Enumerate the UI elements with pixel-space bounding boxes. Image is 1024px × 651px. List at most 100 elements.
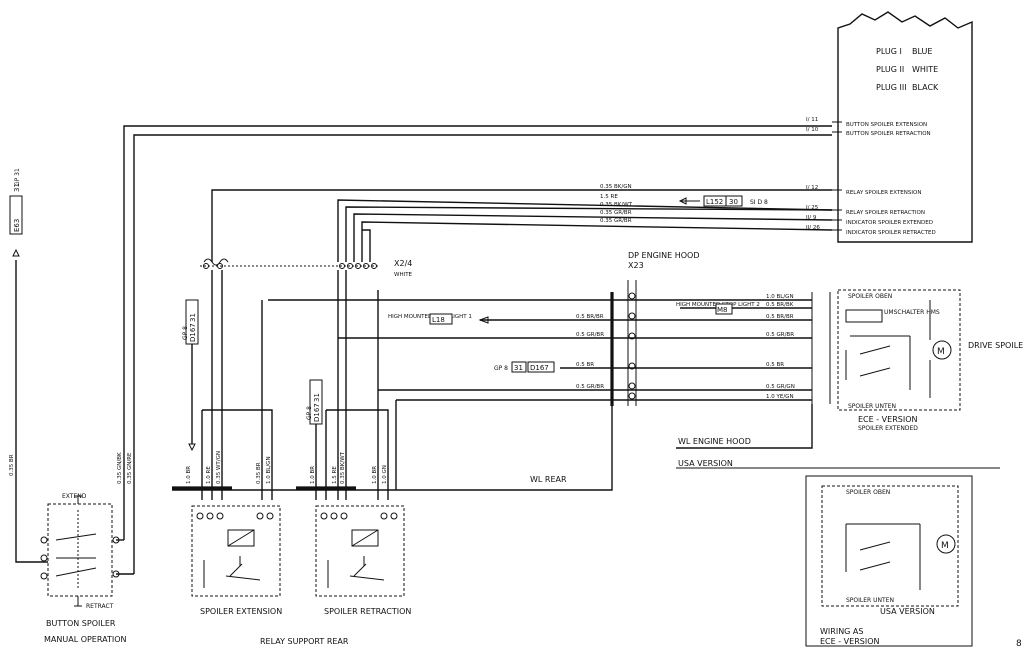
wire-label-hl-1: 0.5 GR/BR [576,332,604,338]
ref-box-e63 [9,195,23,235]
usa-spoiler-unten-label: SPOILER UNTEN [846,597,894,604]
button-spoiler-box [47,503,113,597]
plug-3-color: BLACK [912,83,939,92]
wire-label-top-1: 1.5 RE [600,194,618,200]
wl-rear-bus: WL REAR [172,296,613,491]
cu-pin-i12: I/ 12 [806,185,818,191]
usa-version-box-title: USA VERSION [880,607,935,616]
cu-label-ind-ret: INDICATOR SPOILER RETRACTED [846,230,936,236]
cu-label-button-ret: BUTTON SPOILER RETRACTION [846,131,931,137]
wire-label-top-2: 0.35 BK/WT [600,202,633,208]
wire-label-rel1-0: 1.0 BR [186,466,192,484]
plug-2-label: PLUG II [876,65,904,74]
ref-box-30 [725,195,743,207]
ref-gp8-b: GP 8 [306,406,313,420]
ref-m8: M8 [717,306,728,314]
relay-spoiler-extension: D167 31 GP 8 1.0 BR 1.0 RE 0.35 WT/GN 1.… [182,270,282,616]
ref-box-31-c [511,361,527,373]
drive-spoiler-ece: SPOILER OBEN UMSCHALTER HMS SPOILER UNTE… [837,289,1024,432]
usa-version-box: SPOILER OBEN SPOILER UNTEN M USA VERSION… [805,475,973,647]
ref-31-b: 31 [313,393,321,402]
ref-31-a: 31 [189,313,197,322]
cu-label-ind-ext: INDICATOR SPOILER EXTENDED [846,220,933,226]
plug-1-color: BLUE [912,47,932,56]
ref-gp8-c: GP 8 [494,365,508,372]
wire-label-top-3: 0.35 GR/BR [600,210,632,216]
engine-hood-section: DP ENGINE HOOD X23 HIGH MOUNTED STOP LIG… [268,251,1000,490]
wiring-as-label: WIRING AS [820,627,863,636]
ref-l18: L18 [432,316,445,324]
ref-31-c: 31 [514,364,523,372]
spoiler-extension-title: SPOILER EXTENSION [200,607,282,616]
wire-label-hr-1: 0.5 BR/BK [766,302,794,308]
x24-label: X2/4 [394,259,412,268]
cu-pin-ii9: II/ 9 [806,215,817,221]
plug-3-label: PLUG III [876,83,907,92]
spoiler-extended-title: SPOILER EXTENDED [858,425,918,432]
ref-box-d167-c [527,361,555,373]
wire-label-rel2-1: 1.5 RE [332,466,338,484]
ref-box-m8 [715,303,733,315]
button-spoiler-title: BUTTON SPOILER [46,619,116,628]
wire-label-rel2-2: 0.35 BK/WT [340,451,346,484]
wire-label-rel2-4: 1.0 GN [382,465,388,484]
ref-30: 30 [729,198,738,206]
usa-version-label: USA VERSION [678,459,733,468]
wire-label-hl-0: 0.5 BR/BR [576,314,604,320]
drive-spoiler-title: DRIVE SPOILER [968,341,1024,350]
x24-white: WHITE [394,272,413,278]
cu-label-relay-ret: RELAY SPOILER RETRACTION [846,210,925,216]
ref-e63: E63 [13,219,21,232]
relay-spoiler-retraction: D167 31 GP 8 1.0 BR 1.5 RE 0.35 BK/WT 1.… [260,270,411,646]
wire-label-top-4: 0.35 GR/BR [600,218,632,224]
button-spoiler-group: E63 31 GP 31 0.35 BR 0.35 GN/BK 0.35 GN/… [9,168,134,644]
cu-pin-i25: I/ 25 [806,205,819,211]
ref-sid8: SI D 8 [750,199,768,206]
wire-label-v-left-2: 0.35 GN/RE [127,452,133,484]
ref-d167-c: D167 [530,364,549,372]
wire-harness-top: 0.35 BK/GN 1.5 RE 0.35 BK/WT 0.35 GR/BR … [123,125,833,574]
spoiler-oben-label: SPOILER OBEN [848,293,892,300]
wl-rear-label: WL REAR [530,475,567,484]
wire-label-hr-5: 0.5 GR/GN [766,384,795,390]
ece-version2-label: ECE - VERSION [820,637,879,646]
cu-pin-i10: I/ 10 [806,127,819,133]
wl-engine-hood-label: WL ENGINE HOOD [678,437,751,446]
ref-d167-b: D167 [313,403,321,422]
ece-version-title: ECE - VERSION [858,415,917,424]
ref-box-l18 [429,313,453,325]
wire-label-hr-3: 0.5 GR/BR [766,332,794,338]
wire-label-rel1-2: 0.35 WT/GN [216,451,222,484]
relay-box-extension [191,505,281,597]
cu-pin-i11: I/ 11 [806,117,818,123]
wire-label-hr-0: 1.0 BL/GN [766,294,794,300]
wire-label-v-left-1: 0.35 GN/BK [117,452,123,484]
cu-label-button-ext: BUTTON SPOILER EXTENSION [846,122,927,128]
cu-pin-ii26: II/ 26 [806,225,820,231]
wire-label-hl-3: 0.5 GR/BR [576,384,604,390]
umschalter-label: UMSCHALTER HMS [884,309,940,316]
motor-icon: M [937,347,945,357]
control-unit: PLUG I BLUE PLUG II WHITE PLUG III BLACK… [806,11,973,243]
relay-box-retraction [315,505,405,597]
wire-label-hr-2: 0.5 BR/BR [766,314,794,320]
ref-gp31: GP 31 [14,168,21,186]
wire-label-hr-6: 1.0 YE/GN [766,394,794,400]
wire-label-hr-4: 0.5 BR [766,362,784,368]
ref-31-left: 31 [13,183,21,192]
wire-label-top-0: 0.35 BK/GN [600,184,632,190]
usa-spoiler-oben-label: SPOILER OBEN [846,489,890,496]
relay-support-rear-title: RELAY SUPPORT REAR [260,637,349,646]
ref-l152: L152 [706,198,723,206]
connector-x24: X2/4 WHITE [200,258,413,278]
cu-label-relay-ext: RELAY SPOILER EXTENSION [846,190,921,196]
spoiler-unten-label: SPOILER UNTEN [848,403,896,410]
page-mark: 8 [1016,639,1022,649]
wire-label-rel2-3: 1.0 BR [372,466,378,484]
wire-label-rel1-1: 1.0 RE [206,466,212,484]
plug-1-label: PLUG I [876,47,902,56]
wire-label-v-left-0: 0.35 BR [9,454,15,476]
spoiler-retraction-title: SPOILER RETRACTION [324,607,411,616]
wire-label-rel1-4: 0.35 BR [256,462,262,484]
